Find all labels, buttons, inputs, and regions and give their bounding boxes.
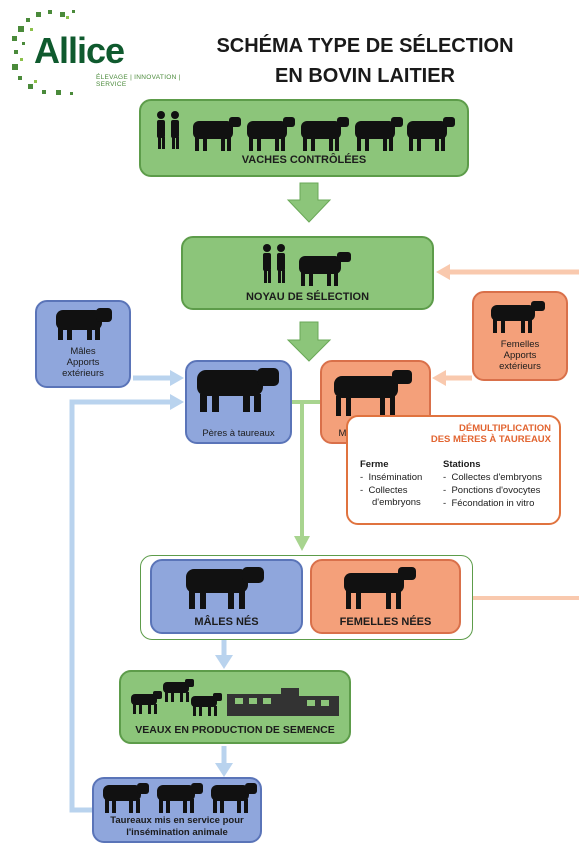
- males-apports-line3: extérieurs: [62, 368, 104, 379]
- bull-icon: [197, 368, 279, 412]
- arrow-blue-taureaux: [215, 763, 233, 777]
- logo-dots-icon: [12, 10, 75, 95]
- cow-icon: [334, 370, 412, 416]
- demultiplication-box: DÉMULTIPLICATION DES MÈRES À TAUREAUX Fe…: [346, 415, 561, 525]
- veaux-production-label: VEAUX EN PRODUCTION DE SEMENCE: [135, 724, 335, 736]
- demultiplication-title-line2: DES MÈRES À TAUREAUX: [430, 434, 551, 445]
- stations-item-3: - Fécondation in vitro: [443, 498, 535, 509]
- femelles-apports-line3: extérieurs: [499, 361, 541, 372]
- ferme-item-2b: d'embryons: [372, 497, 421, 508]
- node-noyau-selection: NOYAU DE SÉLECTION: [181, 236, 434, 310]
- people-and-cows-icon: [157, 111, 455, 151]
- femelles-apports-line1: Femelles: [500, 339, 540, 350]
- stations-heading: Stations: [443, 459, 481, 470]
- cow-icon: [491, 301, 545, 333]
- node-vaches-controlees: VACHES CONTRÔLÉES: [139, 99, 469, 177]
- node-males-nes: MÂLES NÉS: [150, 559, 303, 634]
- calves-and-buildings-icon: [131, 679, 339, 716]
- taureaux-service-line1: Taureaux mis en service pour: [110, 815, 244, 826]
- ferme-heading: Ferme: [360, 459, 389, 470]
- arrow-down-1: [286, 182, 332, 223]
- demultiplication-title-line1: DÉMULTIPLICATION: [459, 423, 551, 434]
- ferme-item-2: - Collectes: [360, 485, 408, 496]
- logo-name: Allice: [34, 30, 125, 71]
- vaches-controlees-label: VACHES CONTRÔLÉES: [241, 154, 367, 166]
- breeders-and-cow-icon: [263, 244, 351, 286]
- stations-item-1: - Collectes d'embryons: [443, 472, 542, 483]
- node-peres-taureaux: Pères à taureaux: [185, 360, 292, 444]
- bulls-icon: [103, 783, 257, 813]
- arrow-down-2: [286, 321, 332, 362]
- males-apports-line1: Mâles: [70, 346, 96, 357]
- cow-icon: [344, 567, 416, 609]
- diagram-title-line1: SCHÉMA TYPE DE SÉLECTION: [216, 35, 514, 57]
- logo-tagline: ÉLEVAGE | INNOVATION | SERVICE: [96, 74, 181, 88]
- arrow-orange-femelles: [432, 370, 446, 386]
- diagram-title-line2: EN BOVIN LAITIER: [274, 65, 455, 87]
- bull-icon: [186, 567, 264, 609]
- node-veaux-production: VEAUX EN PRODUCTION DE SEMENCE: [119, 670, 351, 744]
- arrow-blue-veaux: [215, 655, 233, 669]
- node-males-apports: Mâles Apports extérieurs: [35, 300, 131, 388]
- noyau-selection-label: NOYAU DE SÉLECTION: [245, 291, 370, 303]
- node-femelles-apports: Femelles Apports extérieurs: [472, 291, 568, 381]
- node-taureaux-service: Taureaux mis en service pour l'inséminat…: [92, 777, 262, 843]
- arrow-blue-males: [170, 370, 184, 386]
- femelles-apports-line2: Apports: [503, 350, 537, 361]
- femelles-nees-label: FEMELLES NÉES: [339, 616, 432, 628]
- arrow-blue-loop: [170, 394, 184, 410]
- logo: Allice ÉLEVAGE | INNOVATION | SERVICE: [8, 6, 188, 98]
- arrow-green-births: [294, 536, 310, 551]
- bull-icon: [56, 308, 112, 340]
- ferme-item-1: - Insémination: [360, 472, 423, 483]
- peres-taureaux-label: Pères à taureaux: [202, 428, 275, 439]
- taureaux-service-line2: l'insémination animale: [126, 827, 228, 838]
- males-nes-label: MÂLES NÉS: [194, 616, 259, 628]
- males-apports-line2: Apports: [66, 357, 100, 368]
- stations-item-2: - Ponctions d'ovocytes: [443, 485, 541, 496]
- node-femelles-nees: FEMELLES NÉES: [310, 559, 461, 634]
- arrow-orange-noyau: [436, 264, 450, 280]
